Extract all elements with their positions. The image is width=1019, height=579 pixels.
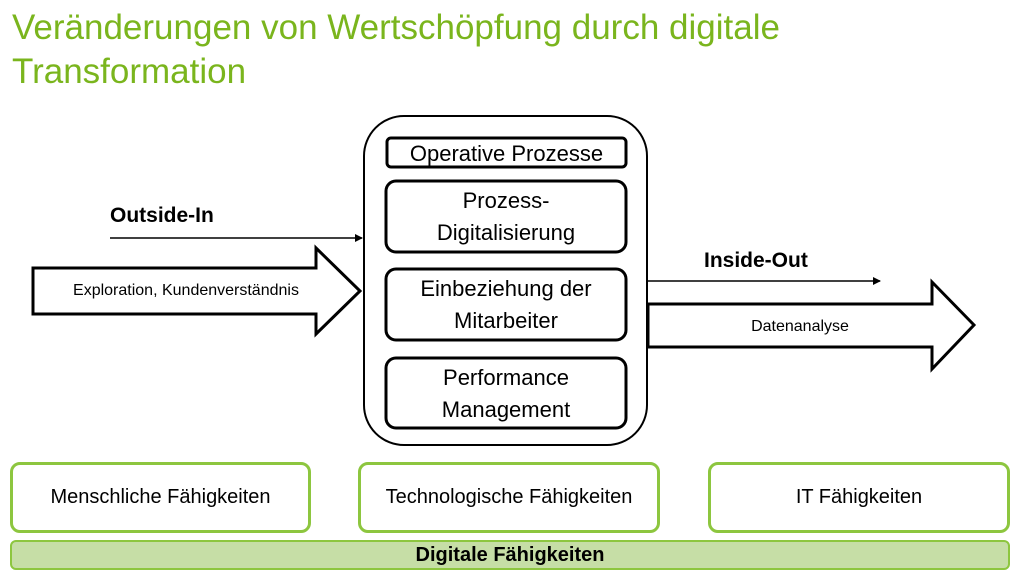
operative-header-label: Operative Prozesse xyxy=(409,140,604,166)
outside-in-block-arrow xyxy=(31,244,363,338)
foundation-label: Digitale Fähigkeiten xyxy=(415,543,605,566)
process-box-2-line1: Einbeziehung der xyxy=(420,276,592,301)
process-box-2 xyxy=(384,267,628,342)
process-box-1-line2: Digitalisierung xyxy=(436,220,576,245)
process-box-3-line1: Performance xyxy=(443,364,569,390)
process-box-3 xyxy=(384,356,628,430)
capability-it-label: IT Fähigkeiten xyxy=(795,486,923,508)
capability-it: IT Fähigkeiten xyxy=(708,462,1010,533)
foundation-bar: Digitale Fähigkeiten xyxy=(10,540,1010,570)
capability-human: Menschliche Fähigkeiten xyxy=(10,462,311,533)
outside-in-arrow-text: Exploration, Kundenverständnis xyxy=(73,282,299,299)
inside-out-block-arrow xyxy=(646,278,977,373)
process-box-2-line2: Mitarbeiter xyxy=(454,308,558,333)
process-box-2-label: Einbeziehung der Mitarbeiter xyxy=(386,271,626,339)
inside-out-heading: Inside-Out xyxy=(704,249,808,272)
page-title: Veränderungen von Wertschöpfung durch di… xyxy=(12,8,780,91)
process-box-3-label: Performance Management xyxy=(386,360,626,427)
process-box-1-label: Prozess- Digitalisierung xyxy=(386,183,626,251)
process-box-1-line1: Prozess- xyxy=(462,188,550,213)
process-box-3-line2: Management xyxy=(441,396,571,422)
operative-header-box xyxy=(385,136,628,169)
process-box-1 xyxy=(384,179,628,254)
capability-technological-label: Technologische Fähigkeiten xyxy=(385,486,633,508)
capability-technological: Technologische Fähigkeiten xyxy=(358,462,660,533)
outside-in-heading: Outside-In xyxy=(110,204,214,227)
capability-human-label: Menschliche Fähigkeiten xyxy=(50,486,271,508)
inside-out-arrow-text: Datenanalyse xyxy=(751,318,849,335)
